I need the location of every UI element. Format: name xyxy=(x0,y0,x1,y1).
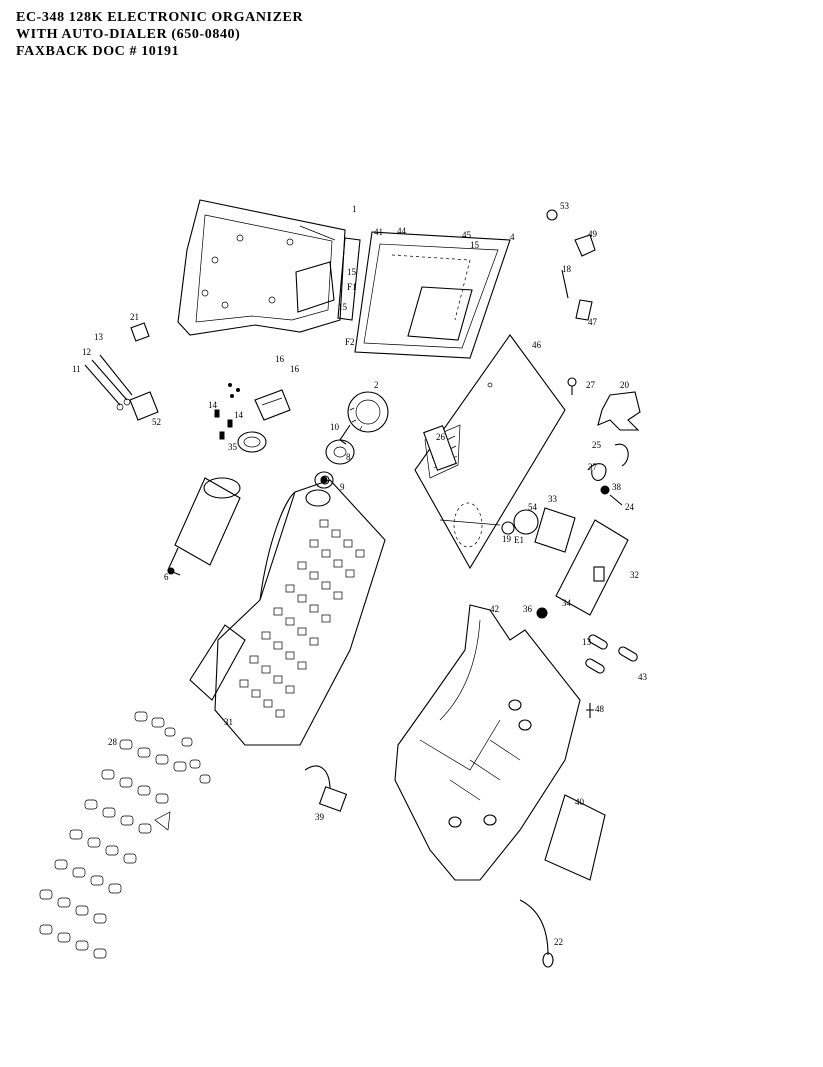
part-wire xyxy=(519,899,554,968)
callout-6: 6 xyxy=(164,572,169,582)
part-pins xyxy=(214,383,240,440)
part-switch xyxy=(593,566,605,582)
part-main-pcb xyxy=(414,334,566,570)
callout-36: 36 xyxy=(523,604,533,614)
callout-48: 48 xyxy=(595,704,605,714)
document-header: EC-348 128K ELECTRONIC ORGANIZER WITH AU… xyxy=(16,9,303,60)
callout-49: 49 xyxy=(588,229,598,239)
callout-27: 27 xyxy=(586,380,596,390)
callout-24: 24 xyxy=(625,502,635,512)
part-pin-48 xyxy=(586,703,594,718)
callout-18: 18 xyxy=(562,264,572,274)
callout-15a: 15 xyxy=(347,267,357,277)
part-21 xyxy=(130,322,150,342)
callout-9: 9 xyxy=(340,482,345,492)
callout-46: 46 xyxy=(532,340,542,350)
callout-16a: 16 xyxy=(275,354,285,364)
callout-15c: 15 xyxy=(470,240,480,250)
callout-25: 25 xyxy=(592,440,602,450)
callout-39: 39 xyxy=(315,812,325,822)
part-battery-cover xyxy=(544,794,606,881)
callout-8: 8 xyxy=(346,452,351,462)
callout-31: 31 xyxy=(224,717,233,727)
part-keys xyxy=(39,711,211,959)
callout-15b: 15 xyxy=(338,302,348,312)
callout-E1: E1 xyxy=(514,535,524,545)
part-springs xyxy=(587,443,629,506)
part-speaker xyxy=(167,477,241,576)
callout-labels: 1 41 44 45 4 53 49 18 47 15 15 15 F1 F2 … xyxy=(72,201,648,947)
callout-32: 32 xyxy=(630,570,639,580)
header-doc-number: FAXBACK DOC # 10191 xyxy=(16,44,180,59)
callout-45: 45 xyxy=(462,230,472,240)
callout-14a: 14 xyxy=(208,400,218,410)
callout-11: 11 xyxy=(72,364,81,374)
callout-44: 44 xyxy=(397,226,407,236)
header-subtitle: WITH AUTO-DIALER (650-0840) xyxy=(16,27,241,42)
part-connector xyxy=(423,425,457,471)
callout-40: 40 xyxy=(575,797,585,807)
callout-37: 37 xyxy=(588,462,598,472)
callout-34: 34 xyxy=(562,598,572,608)
part-screw xyxy=(567,377,577,395)
callout-28: 28 xyxy=(108,737,118,747)
part-bracket-20 xyxy=(597,391,641,431)
callout-1: 1 xyxy=(352,204,357,214)
part-ring xyxy=(237,431,267,453)
part-small-disc xyxy=(501,521,515,535)
part-board-cover xyxy=(555,519,629,616)
callout-13a: 13 xyxy=(94,332,104,342)
callout-41: 41 xyxy=(374,227,383,237)
part-clip xyxy=(254,389,291,421)
callout-12: 12 xyxy=(82,347,91,357)
callout-43: 43 xyxy=(638,672,648,682)
callout-54: 54 xyxy=(528,502,538,512)
callout-F1: F1 xyxy=(347,282,357,292)
part-round-disc xyxy=(513,509,539,535)
callout-22: 22 xyxy=(554,937,563,947)
callout-16b: 16 xyxy=(290,364,300,374)
part-bracket xyxy=(129,391,159,421)
part-lcd-frame xyxy=(337,231,511,359)
part-cable-connector xyxy=(304,765,348,812)
callout-13b: 13 xyxy=(582,637,592,647)
part-bottom-case xyxy=(394,604,581,881)
callout-26: 26 xyxy=(436,432,446,442)
callout-38: 38 xyxy=(612,482,622,492)
callout-4: 4 xyxy=(510,232,515,242)
callout-33: 33 xyxy=(548,494,558,504)
part-plugs xyxy=(585,634,638,674)
callout-20: 20 xyxy=(620,380,630,390)
part-top-case xyxy=(177,199,346,336)
part-ring-9 xyxy=(320,475,330,485)
part-dial-knob xyxy=(339,391,389,445)
callout-53: 53 xyxy=(560,201,570,211)
callout-42: 42 xyxy=(490,604,499,614)
callout-F2: F2 xyxy=(345,337,355,347)
callout-35: 35 xyxy=(228,442,238,452)
callout-52: 52 xyxy=(152,417,161,427)
callout-47: 47 xyxy=(588,317,598,327)
part-small-parts xyxy=(546,209,596,321)
part-small-knob xyxy=(536,607,548,619)
callout-19: 19 xyxy=(502,534,512,544)
part-small-plate xyxy=(534,507,576,553)
part-keyboard-case xyxy=(189,479,386,746)
part-tools xyxy=(84,354,133,411)
header-title: EC-348 128K ELECTRONIC ORGANIZER xyxy=(16,10,304,25)
callout-21: 21 xyxy=(130,312,139,322)
callout-14b: 14 xyxy=(234,410,244,420)
callout-2: 2 xyxy=(374,380,379,390)
callout-10: 10 xyxy=(330,422,340,432)
